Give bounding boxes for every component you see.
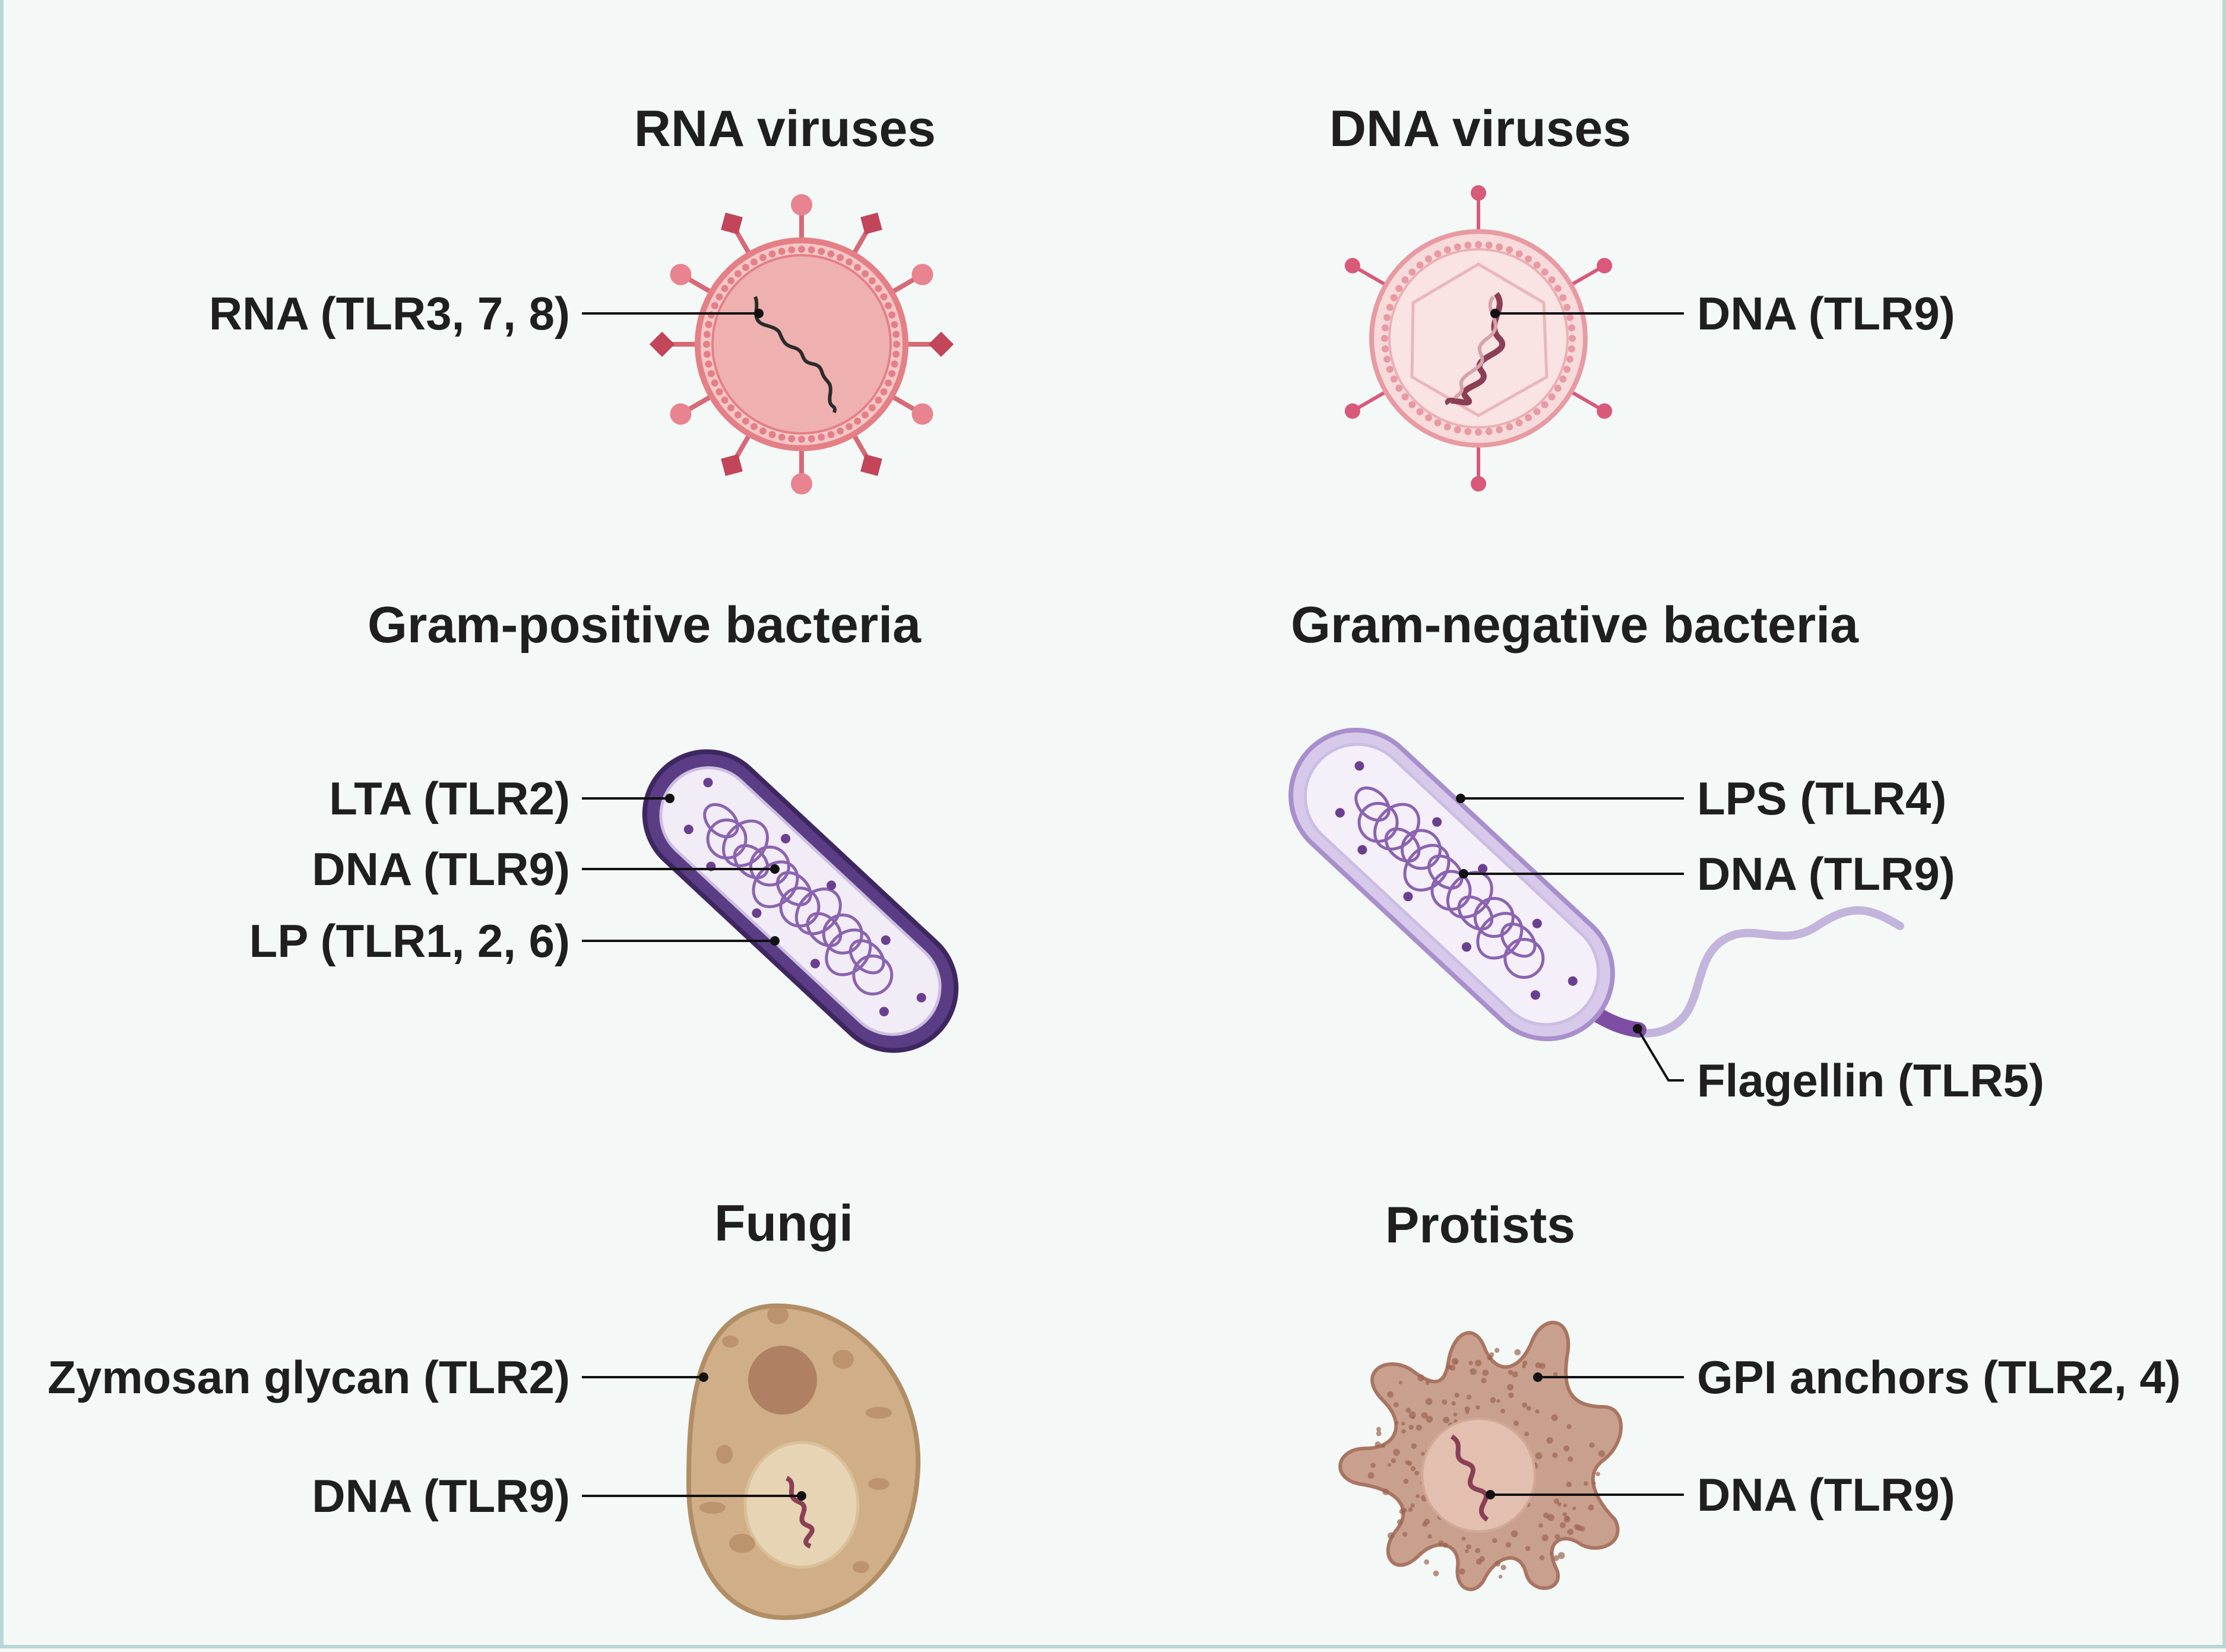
- dna-virus-leader-dot: [1490, 309, 1500, 318]
- fungi-dna-label: DNA (TLR9): [312, 1470, 570, 1522]
- dna-viruses-title: DNA viruses: [1329, 100, 1631, 157]
- protist-dna-leader-dot: [1486, 1490, 1495, 1499]
- dna-virus-panel: DNA viruses DNA (TLR9): [1329, 100, 1955, 492]
- zymosan-leader-dot: [699, 1372, 708, 1382]
- fungi-title: Fungi: [714, 1195, 853, 1252]
- protists-title: Protists: [1385, 1197, 1575, 1254]
- rna-viruses-title: RNA viruses: [634, 100, 936, 157]
- neg-dna-leader-dot: [1459, 869, 1468, 879]
- lp-leader-dot: [770, 936, 780, 946]
- rna-label: RNA (TLR3, 7, 8): [209, 287, 570, 340]
- fungi-cell-icon: [686, 1303, 921, 1621]
- gram-positive-bacterium-icon: [642, 749, 959, 1053]
- pos-dna-leader-dot: [770, 864, 780, 874]
- rna-virus-panel: RNA viruses RNA (TLR3, 7, 8): [209, 100, 954, 494]
- dna-virus-label: DNA (TLR9): [1697, 287, 1955, 340]
- neg-dna-label: DNA (TLR9): [1697, 848, 1955, 900]
- fungi-dna-icon: [785, 1476, 815, 1549]
- rna-strand-icon: [753, 296, 837, 413]
- rna-leader-dot: [754, 309, 764, 318]
- zymosan-label: Zymosan glycan (TLR2): [48, 1351, 570, 1403]
- protist-dna-icon: [1450, 1434, 1489, 1522]
- gram-negative-bacterium-icon: [1288, 727, 1615, 1042]
- lps-label: LPS (TLR4): [1697, 772, 1946, 825]
- flagellin-label: Flagellin (TLR5): [1697, 1054, 2044, 1106]
- protist-cell-icon: [1338, 1321, 1623, 1591]
- lta-label: LTA (TLR2): [329, 772, 570, 825]
- flagellin-leader-line: [1636, 1028, 1684, 1082]
- dna-virus-icon: [1344, 185, 1613, 492]
- fungi-panel: Fungi Zymosan glycan (TLR2) DNA (TLR9): [48, 1195, 921, 1621]
- gram-positive-title: Gram-positive bacteria: [368, 597, 922, 654]
- protist-dna-label: DNA (TLR9): [1697, 1469, 1955, 1521]
- gpi-label: GPI anchors (TLR2, 4): [1697, 1351, 2181, 1403]
- rna-virus-icon: [649, 194, 954, 494]
- gram-negative-title: Gram-negative bacteria: [1291, 597, 1859, 654]
- pos-dna-label: DNA (TLR9): [312, 843, 570, 895]
- gpi-leader-dot: [1533, 1372, 1543, 1382]
- lta-leader-dot: [665, 794, 675, 803]
- protists-panel: Protists GPI anchors (TLR2, 4) DNA (TLR9…: [1338, 1197, 2181, 1591]
- lps-leader-dot: [1456, 794, 1465, 803]
- flagellin-leader-dot: [1633, 1024, 1642, 1033]
- fungi-dna-leader-dot: [797, 1491, 806, 1501]
- gram-positive-panel: Gram-positive bacteria LTA (TLR2) DNA (T…: [249, 597, 959, 1053]
- gram-negative-panel: Gram-negative bacteria LPS (TLR4) DNA (T…: [1288, 597, 2044, 1106]
- lp-label: LP (TLR1, 2, 6): [249, 915, 570, 967]
